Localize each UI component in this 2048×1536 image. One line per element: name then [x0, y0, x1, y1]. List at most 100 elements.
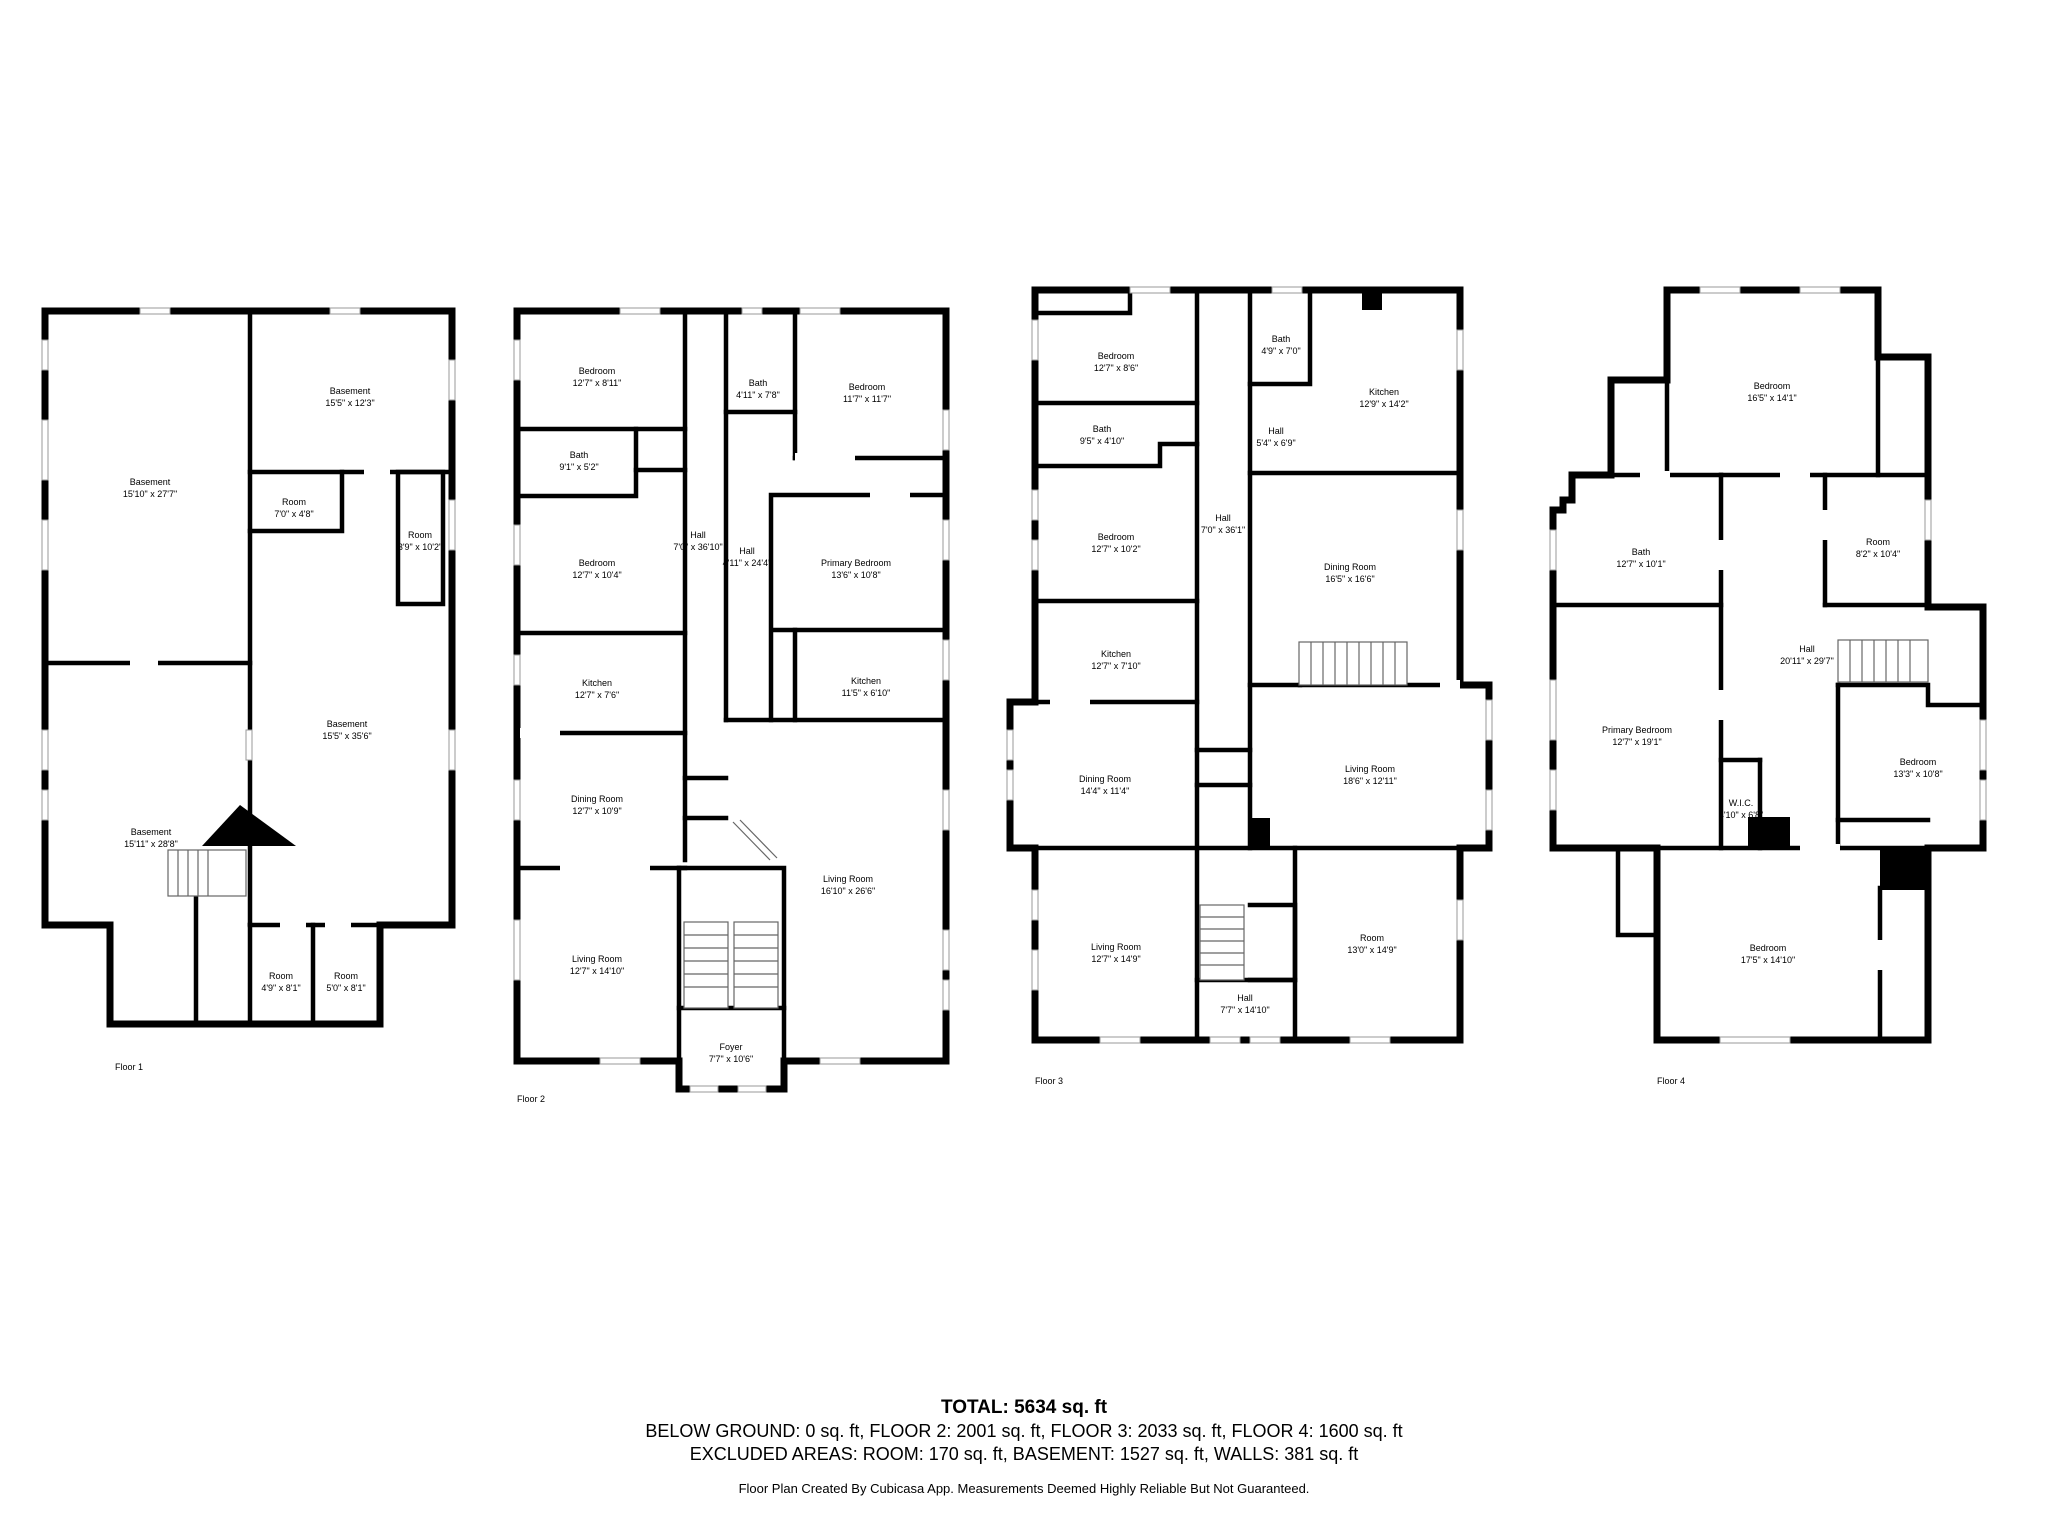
room-dimensions: 13'6" x 10'8" — [831, 570, 880, 580]
room-dimensions: 12'7" x 7'10" — [1091, 661, 1140, 671]
room-name: Living Room — [1345, 764, 1395, 774]
room-name: Bath — [1632, 547, 1651, 557]
floor-4-label: Floor 4 — [1657, 1076, 1685, 1086]
room-name: Kitchen — [1101, 649, 1131, 659]
room-dimensions: 5'0" x 8'1" — [326, 983, 365, 993]
room-dimensions: 12'7" x 8'6" — [1094, 363, 1138, 373]
room-name: Bedroom — [579, 558, 616, 568]
room-name: Basement — [130, 477, 171, 487]
room-dimensions: 3'9" x 10'2" — [398, 542, 442, 552]
room-dimensions: 4'9" x 7'0" — [1261, 346, 1300, 356]
room-dimensions: 12'7" x 10'4" — [572, 570, 621, 580]
room-dimensions: 12'7" x 14'9" — [1091, 954, 1140, 964]
room-name: Basement — [327, 719, 368, 729]
room-dimensions: 13'3" x 10'8" — [1893, 769, 1942, 779]
room-name: Hall — [690, 530, 706, 540]
room-name: Bath — [1272, 334, 1291, 344]
room-name: Bedroom — [849, 382, 886, 392]
room-dimensions: 12'9" x 14'2" — [1359, 399, 1408, 409]
room-dimensions: 8'2" x 10'4" — [1856, 549, 1900, 559]
total-area: TOTAL: 5634 sq. ft — [940, 1397, 1108, 1418]
room-name: Bedroom — [1098, 351, 1135, 361]
room-dimensions: 11'7" x 11'7" — [843, 394, 891, 404]
room-name: Basement — [330, 386, 371, 396]
room-labels: Basement 15'10" x 27'7" Basement 15'5" x… — [123, 334, 1943, 1064]
room-name: Room — [1360, 933, 1384, 943]
room-dimensions: 4'9" x 8'1" — [261, 983, 300, 993]
floor-1-plan — [41, 307, 456, 1028]
room-name: Room — [1866, 537, 1890, 547]
room-name: Room — [334, 971, 358, 981]
room-name: Bedroom — [1754, 381, 1791, 391]
room-name: Hall — [1268, 426, 1284, 436]
room-name: Primary Bedroom — [821, 558, 891, 568]
room-dimensions: 4'10" x 6'8" — [1719, 810, 1763, 820]
room-dimensions: 7'0" x 36'1" — [1201, 525, 1245, 535]
room-name: Bath — [1093, 424, 1112, 434]
room-dimensions: 14'4" x 11'4" — [1081, 786, 1130, 796]
room-dimensions: 16'5" x 16'6" — [1325, 574, 1374, 584]
room-dimensions: 13'0" x 14'9" — [1347, 945, 1396, 955]
room-name: Kitchen — [582, 678, 612, 688]
area-summary: TOTAL: 5634 sq. ft BELOW GROUND: 0 sq. f… — [0, 1396, 2048, 1498]
room-dimensions: 7'7" x 10'6" — [709, 1054, 753, 1064]
floor-labels: Floor 1 Floor 2 Floor 3 Floor 4 — [115, 1062, 1685, 1104]
room-name: Hall — [739, 546, 755, 556]
room-dimensions: 7'0" x 4'8" — [274, 509, 313, 519]
room-name: Room — [269, 971, 293, 981]
room-dimensions: 18'6" x 12'11" — [1343, 776, 1397, 786]
disclaimer: Floor Plan Created By Cubicasa App. Meas… — [738, 1481, 1310, 1496]
room-dimensions: 17'5" x 14'10" — [1741, 955, 1795, 965]
room-name: Dining Room — [1324, 562, 1376, 572]
room-dimensions: 15'10" x 27'7" — [123, 489, 177, 499]
room-name: Living Room — [823, 874, 873, 884]
floor-2-label: Floor 2 — [517, 1094, 545, 1104]
excluded-areas: EXCLUDED AREAS: ROOM: 170 sq. ft, BASEME… — [689, 1444, 1359, 1464]
room-name: Primary Bedroom — [1602, 725, 1672, 735]
room-name: Bedroom — [1098, 532, 1135, 542]
room-dimensions: 7'0" x 36'10" — [673, 542, 722, 552]
room-name: Basement — [131, 827, 172, 837]
room-dimensions: 9'5" x 4'10" — [1080, 436, 1124, 446]
room-dimensions: 16'5" x 14'1" — [1747, 393, 1796, 403]
room-dimensions: 12'7" x 7'6" — [575, 690, 619, 700]
room-name: Dining Room — [571, 794, 623, 804]
room-name: Living Room — [1091, 942, 1141, 952]
floor-2-plan — [513, 307, 950, 1093]
room-dimensions: 16'10" x 26'6" — [821, 886, 875, 896]
room-dimensions: 12'7" x 10'9" — [572, 806, 621, 816]
room-name: Hall — [1215, 513, 1231, 523]
room-dimensions: 12'7" x 10'2" — [1091, 544, 1140, 554]
room-name: W.I.C. — [1729, 798, 1754, 808]
room-dimensions: 11'5" x 6'10" — [842, 688, 891, 698]
room-name: Bedroom — [1900, 757, 1937, 767]
room-dimensions: 20'11" x 29'7" — [1780, 656, 1834, 666]
room-name: Room — [282, 497, 306, 507]
room-dimensions: 12'7" x 10'1" — [1616, 559, 1665, 569]
floor-1-label: Floor 1 — [115, 1062, 143, 1072]
room-name: Foyer — [719, 1042, 742, 1052]
floor-4-plan — [1549, 286, 1987, 1044]
room-name: Hall — [1799, 644, 1815, 654]
room-dimensions: 12'7" x 8'11" — [573, 378, 622, 388]
room-name: Kitchen — [1369, 387, 1399, 397]
room-dimensions: 7'7" x 14'10" — [1220, 1005, 1269, 1015]
room-name: Bedroom — [579, 366, 616, 376]
room-dimensions: 4'11" x 7'8" — [736, 390, 780, 400]
room-name: Bath — [570, 450, 589, 460]
floor-3-label: Floor 3 — [1035, 1076, 1063, 1086]
room-name: Dining Room — [1079, 774, 1131, 784]
room-name: Bath — [749, 378, 768, 388]
room-name: Bedroom — [1750, 943, 1787, 953]
room-dimensions: 4'11" x 24'4" — [723, 558, 772, 568]
floor-areas: BELOW GROUND: 0 sq. ft, FLOOR 2: 2001 sq… — [645, 1421, 1403, 1441]
room-name: Room — [408, 530, 432, 540]
room-dimensions: 12'7" x 19'1" — [1612, 737, 1661, 747]
room-dimensions: 15'11" x 28'8" — [124, 839, 178, 849]
room-dimensions: 15'5" x 35'6" — [322, 731, 371, 741]
room-name: Living Room — [572, 954, 622, 964]
room-name: Hall — [1237, 993, 1253, 1003]
room-dimensions: 15'5" x 12'3" — [325, 398, 374, 408]
floor-3-plan — [1006, 286, 1493, 1044]
floor-plan-drawing: Basement 15'10" x 27'7" Basement 15'5" x… — [41, 286, 1987, 1104]
